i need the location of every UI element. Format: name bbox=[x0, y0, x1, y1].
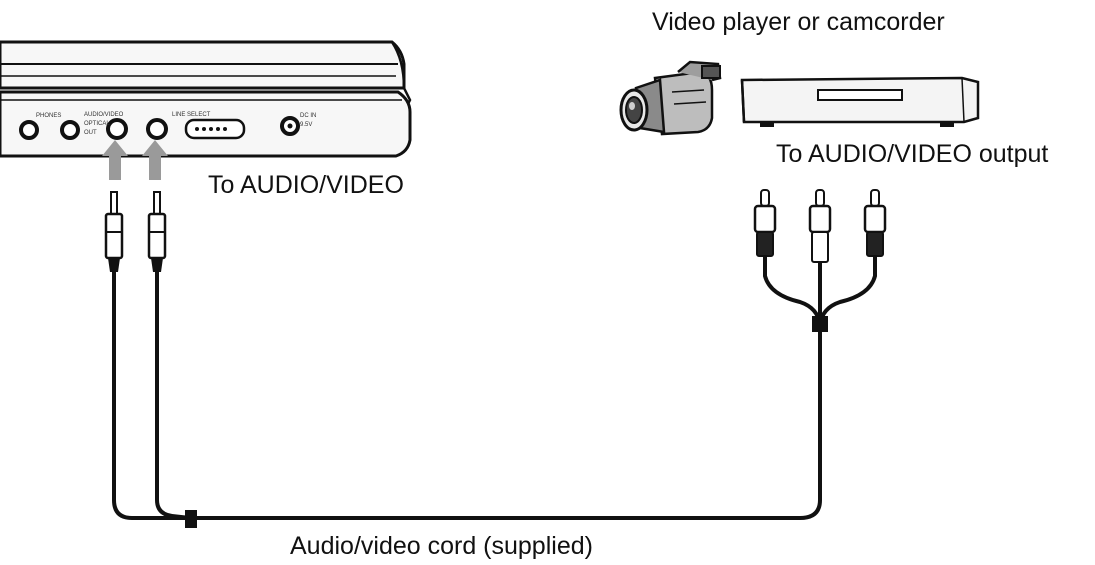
av-in-out-jack bbox=[106, 118, 128, 140]
panel-mark-dc-in: DC IN bbox=[300, 113, 316, 119]
cord-left-lead-a bbox=[112, 270, 192, 520]
rca-plug bbox=[863, 189, 887, 257]
dc-in-jack-pin bbox=[287, 123, 293, 129]
cord-ferrite-clip bbox=[185, 510, 197, 528]
panel-mark-phones: PHONES bbox=[36, 113, 61, 119]
arrow-up-icon bbox=[142, 140, 168, 180]
line-select-dots bbox=[195, 127, 227, 131]
insert-arrows bbox=[102, 140, 168, 180]
rca-plug bbox=[808, 189, 832, 263]
source-device-label: Video player or camcorder bbox=[652, 8, 945, 36]
panel-mark-av: AUDIO/VIDEO bbox=[84, 112, 124, 118]
rca-plug bbox=[753, 189, 777, 257]
panel-mark-dc-volt: 9.5V bbox=[300, 122, 312, 128]
av-cord bbox=[112, 254, 877, 520]
camcorder-icon bbox=[619, 60, 722, 136]
cord-label: Audio/video cord (supplied) bbox=[290, 532, 593, 560]
cord-left-lead-b bbox=[155, 270, 192, 520]
dvd-player-hinge bbox=[390, 41, 412, 113]
cord-splitter-clip bbox=[812, 316, 828, 332]
cord-rca-lead-left bbox=[763, 254, 822, 327]
panel-mark-optical: OPTICAL bbox=[84, 121, 110, 127]
output-jack-label: To AUDIO/VIDEO output bbox=[776, 140, 1049, 168]
cord-main-run bbox=[188, 328, 822, 520]
panel-mark-out: OUT bbox=[84, 130, 97, 136]
dvd-player: PHONES AUDIO/VIDEO OPTICAL OUT LINE SELE… bbox=[0, 40, 412, 158]
panel-mark-line-select: LINE SELECT bbox=[172, 112, 211, 118]
av-second-jack bbox=[146, 118, 168, 140]
input-jack-label: To AUDIO/VIDEO bbox=[208, 171, 404, 199]
mini-plug-right bbox=[147, 191, 167, 272]
phones-jack-a bbox=[19, 120, 39, 140]
line-select-switch bbox=[184, 118, 246, 140]
video-player-icon bbox=[740, 76, 980, 127]
phones-jack-b bbox=[60, 120, 80, 140]
cord-rca-lead-right bbox=[818, 254, 877, 327]
mini-plug-left bbox=[104, 191, 124, 272]
arrow-up-icon bbox=[102, 140, 128, 180]
